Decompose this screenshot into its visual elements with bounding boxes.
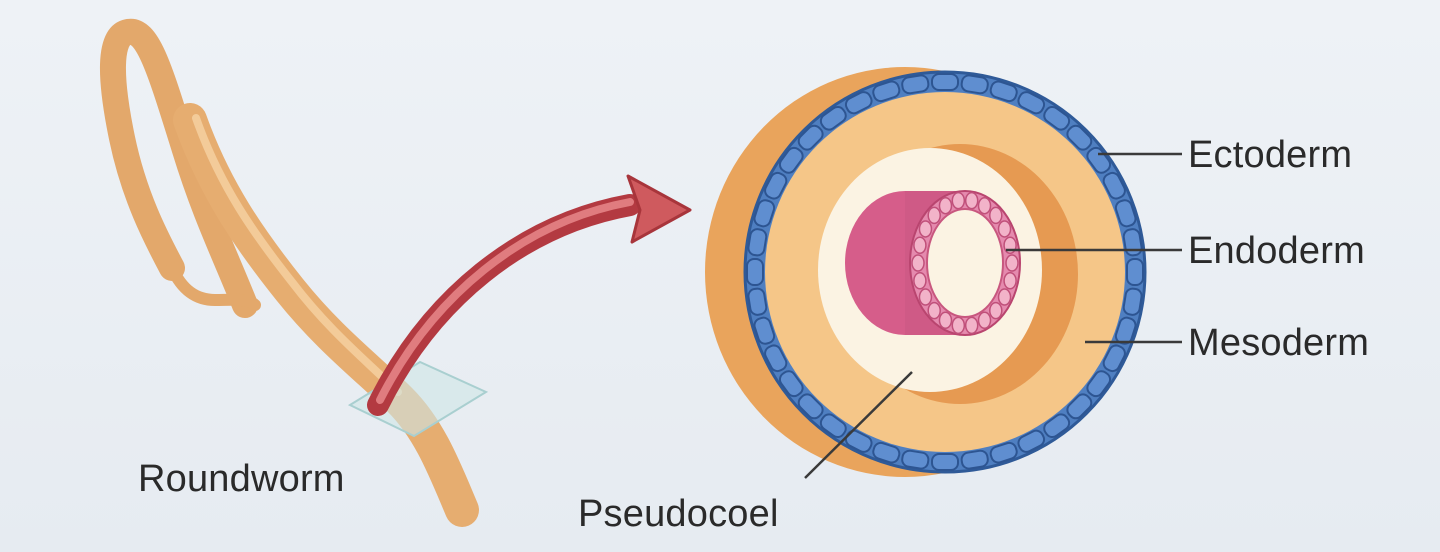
ectoderm-cell [844, 91, 873, 115]
ectoderm-cell [747, 287, 768, 316]
ectoderm-cell [1066, 124, 1093, 151]
endoderm-cell [927, 206, 941, 225]
ectoderm-cell [764, 171, 788, 200]
ectoderm-cell [819, 413, 847, 439]
ectoderm-cell [1043, 105, 1071, 131]
endoderm-cell [918, 288, 933, 306]
endoderm-cell [938, 311, 953, 330]
ectoderm-cell [1102, 344, 1126, 373]
roundworm-illustration [100, 18, 489, 527]
ectoderm-cell [1102, 171, 1126, 200]
ectoderm-cell [989, 80, 1018, 103]
ectoderm-cell [753, 316, 776, 345]
endoderm-cell [951, 191, 966, 210]
label-roundworm: Roundworm [138, 458, 345, 500]
ectoderm-cell [1086, 146, 1112, 174]
ectoderm-cell [1122, 287, 1143, 316]
ectoderm-cell [1017, 429, 1046, 453]
ectoderm-cell [960, 449, 989, 470]
label-endoderm: Endoderm [1188, 230, 1365, 272]
ectoderm-cell [931, 73, 959, 91]
ectoderm-cell [989, 441, 1018, 464]
leader-pseudocoel [804, 371, 913, 479]
ectoderm-cell [746, 258, 764, 286]
worm-tail-tip [166, 262, 261, 311]
endoderm-cell [951, 316, 966, 335]
endoderm-cell [964, 316, 979, 335]
ectoderm-cell [778, 146, 804, 174]
worm-main-body [173, 103, 479, 527]
cross-section [705, 67, 1147, 477]
label-ectoderm: Ectoderm [1188, 134, 1353, 176]
arrow-shaft-highlight [376, 198, 634, 404]
ectoderm-cell [747, 228, 768, 257]
arrow-head [626, 174, 692, 244]
ectoderm-cell [797, 393, 824, 420]
ectoderm-cell [1126, 258, 1144, 286]
ectoderm-cell [1017, 91, 1046, 115]
ectoderm-cell [901, 449, 930, 470]
worm-tail-loop [100, 18, 258, 318]
worm-highlight [192, 114, 402, 396]
ectoderm-cell [931, 453, 959, 471]
endoderm-cell [913, 271, 927, 290]
endoderm-cell [997, 220, 1012, 238]
ectoderm-cell [1114, 199, 1137, 228]
endoderm-cell [977, 196, 992, 215]
ectoderm-cell [753, 199, 776, 228]
ectoderm-cell [1122, 228, 1143, 257]
endoderm-cell [964, 191, 979, 210]
endoderm-cell [918, 220, 933, 238]
ectoderm-cell [1066, 393, 1093, 420]
ectoderm-cell [872, 80, 901, 103]
ectoderm-cell [960, 74, 989, 95]
endoderm-cell [1003, 271, 1017, 290]
endoderm-cell [997, 288, 1012, 306]
endoderm-cell [989, 301, 1003, 320]
ectoderm-cell [901, 74, 930, 95]
gut-lumen [926, 208, 1004, 318]
endoderm-cell [913, 236, 927, 255]
ectoderm-cell [1086, 370, 1112, 398]
endoderm-cell [938, 196, 953, 215]
ectoderm-cell [778, 370, 804, 398]
endoderm-cell [977, 311, 992, 330]
section-arrow [367, 174, 692, 416]
ectoderm-cell [1043, 413, 1071, 439]
ectoderm-cell [764, 344, 788, 373]
ectoderm-cell [819, 105, 847, 131]
endoderm-cell [911, 254, 925, 272]
endoderm-cell [1005, 254, 1019, 272]
endoderm-cell [927, 301, 941, 320]
ectoderm-cell [797, 124, 824, 151]
endoderm-cells [911, 191, 1019, 335]
label-pseudocoel: Pseudocoel [578, 493, 779, 535]
endoderm-cell [989, 206, 1003, 225]
leader-lines [804, 152, 1182, 479]
label-mesoderm: Mesoderm [1188, 322, 1370, 364]
ectoderm-cell [872, 441, 901, 464]
